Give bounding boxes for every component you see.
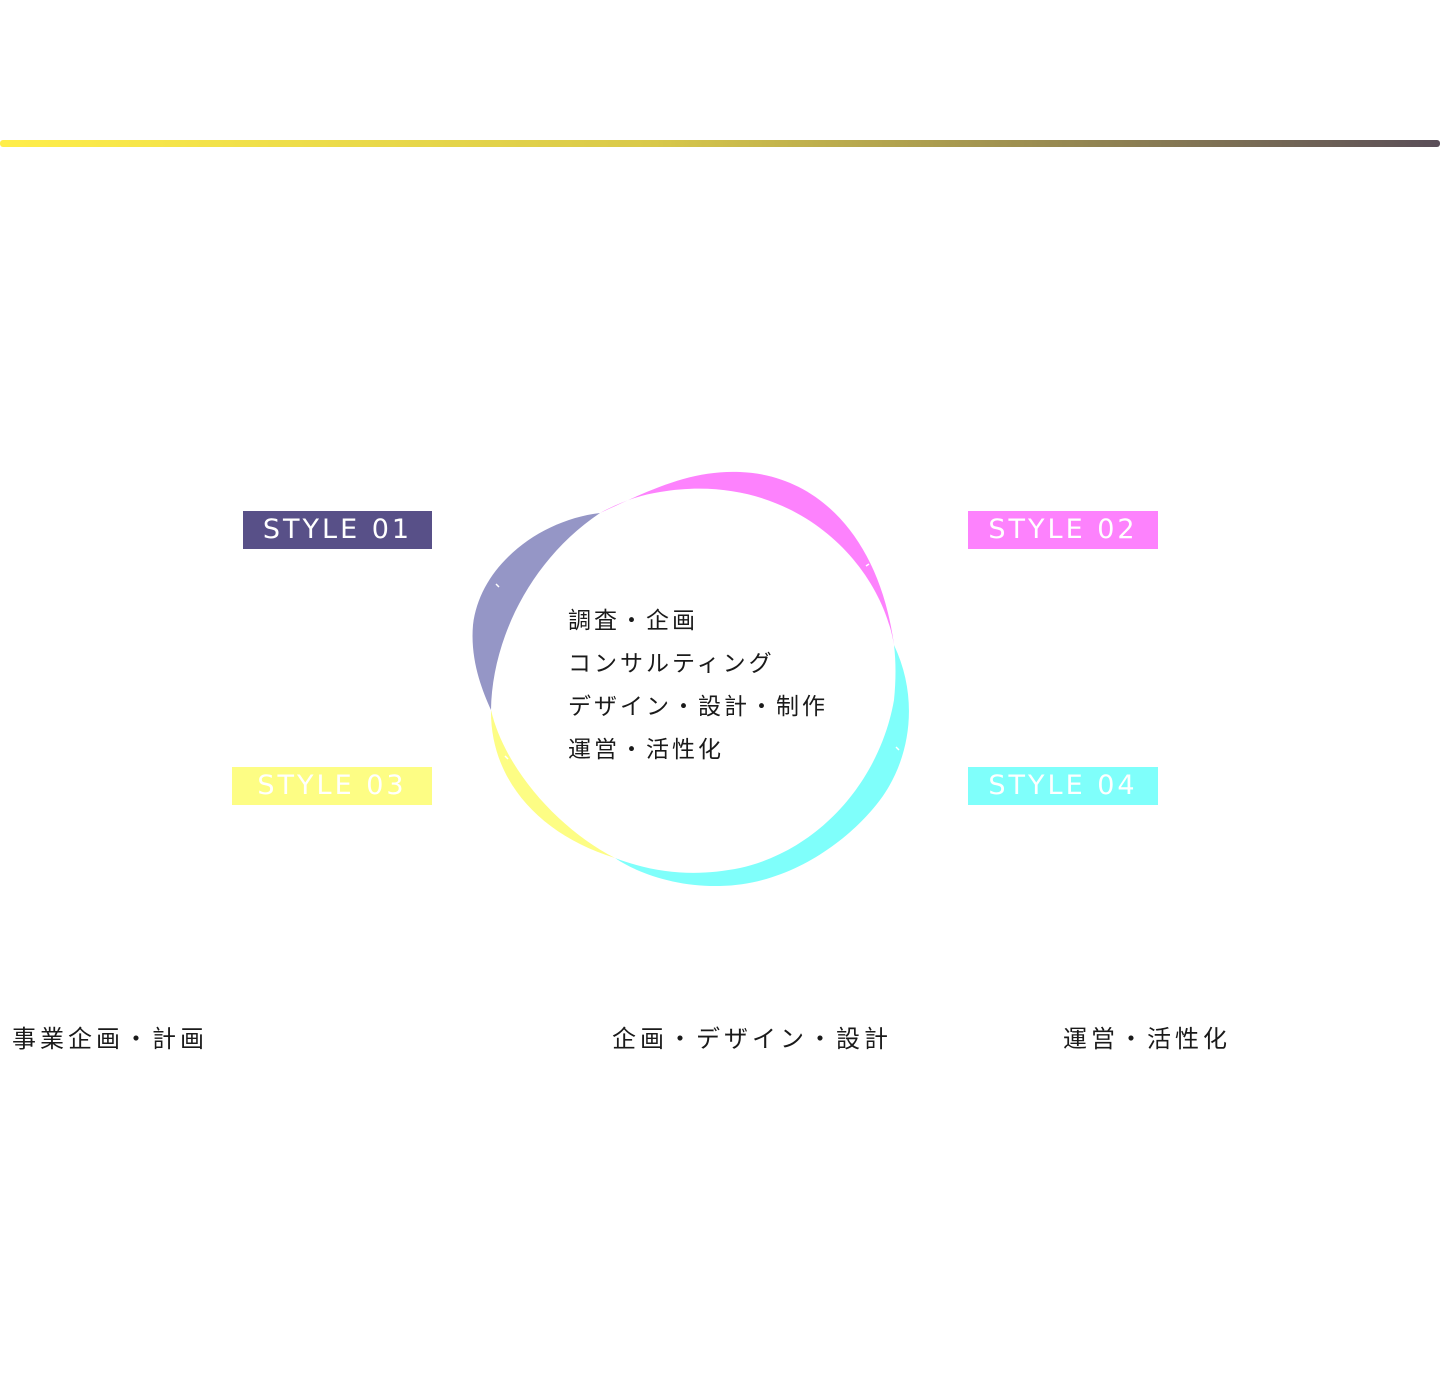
style-03-label: STYLE 03: [232, 767, 432, 805]
bottom-label-operation: 運営・活性化: [1063, 1025, 1231, 1053]
service-operation: 運営・活性化: [568, 737, 724, 763]
style-01-petal: [472, 513, 600, 710]
style-02-label: STYLE 02: [968, 511, 1158, 549]
service-list: 調査・企画 コンサルティング デザイン・設計・制作 運営・活性化: [568, 600, 888, 772]
service-research-planning: 調査・企画: [568, 608, 698, 634]
service-design-production: デザイン・設計・制作: [568, 694, 828, 720]
petal-tick-marks: [484, 560, 900, 760]
bottom-label-design: 企画・デザイン・設計: [612, 1025, 892, 1053]
four-style-cycle-diagram: [472, 471, 909, 887]
top-gradient-rule: [0, 140, 1440, 147]
style-04-petal: [615, 645, 909, 887]
style-03-petal: [490, 710, 615, 858]
style-01-label: STYLE 01: [243, 511, 432, 549]
style-04-label: STYLE 04: [968, 767, 1158, 805]
service-consulting: コンサルティング: [568, 651, 775, 677]
bottom-label-business-planning: 事業企画・計画: [12, 1025, 208, 1053]
style-02-petal: [600, 471, 894, 645]
